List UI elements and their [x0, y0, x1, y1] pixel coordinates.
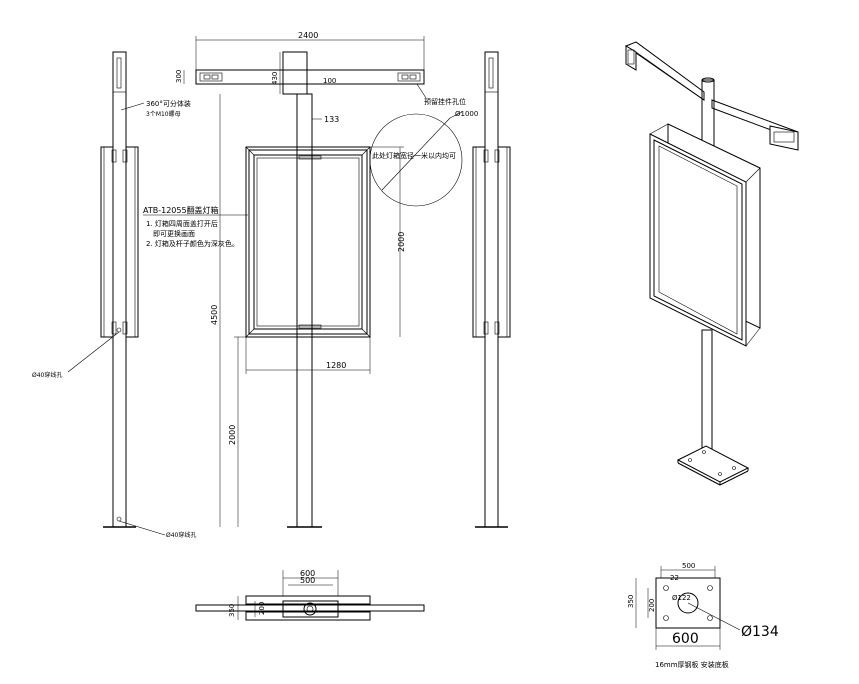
dim-430-label: 430 [271, 72, 279, 85]
hole-label-lower: Ø40穿线孔 [166, 531, 196, 539]
reserved-holes-label: 预留挂件孔位 [424, 97, 466, 106]
base-122-label: Ø122 [672, 594, 691, 602]
isometric-view [624, 41, 799, 486]
dim-100-label: 100 [323, 77, 336, 85]
base-500-label: 500 [682, 562, 695, 570]
dim-1280-label: 1280 [326, 361, 346, 370]
base-22-label: 22 [670, 574, 679, 582]
front-view: 2400 300 430 100 133 2000 4500 1280 2000 [32, 31, 478, 539]
rotation-note-2: 3个M10螺母 [146, 110, 181, 118]
base-350-label: 350 [627, 595, 635, 608]
circle-note: 此处灯箱宽径一米以内均可 [372, 151, 456, 160]
dim-2000-pole-label: 2000 [228, 425, 237, 445]
circle-1000-label: Ø1000 [455, 110, 478, 118]
rotation-note-1: 360°可分体装 [146, 99, 191, 108]
base-plate: 500 22 350 200 Ø122 600 Ø134 16mm厚钢板 安装底… [627, 562, 779, 669]
right-side-view [472, 51, 511, 528]
note-1a: 1. 灯箱四周面盖打开后 [146, 219, 218, 228]
base-134-label: Ø134 [741, 624, 779, 640]
hole-label-upper: Ø40穿线孔 [32, 371, 62, 379]
dim-133-label: 133 [324, 115, 339, 124]
base-200-label: 200 [648, 599, 656, 612]
top-350-label: 350 [228, 604, 236, 617]
base-note: 16mm厚钢板 安装底板 [655, 660, 729, 669]
dim-300-label: 300 [175, 70, 183, 83]
top-500-label: 500 [300, 576, 315, 585]
product-title: ATB-12055翻盖灯箱 [143, 205, 219, 215]
left-side-view [67, 51, 166, 536]
dim-2000-box-label: 2000 [397, 232, 406, 252]
dim-4500-label: 4500 [210, 305, 219, 325]
note-2: 2. 灯箱及杆子颜色为深灰色。 [146, 239, 239, 248]
top-200-label: 200 [258, 602, 266, 615]
top-600-label: 600 [300, 569, 315, 578]
note-1b: 即可更换画面 [153, 229, 195, 238]
dim-2400-label: 2400 [298, 31, 318, 40]
top-view: 600 500 350 200 [195, 569, 425, 621]
base-600-label: 600 [672, 631, 699, 647]
